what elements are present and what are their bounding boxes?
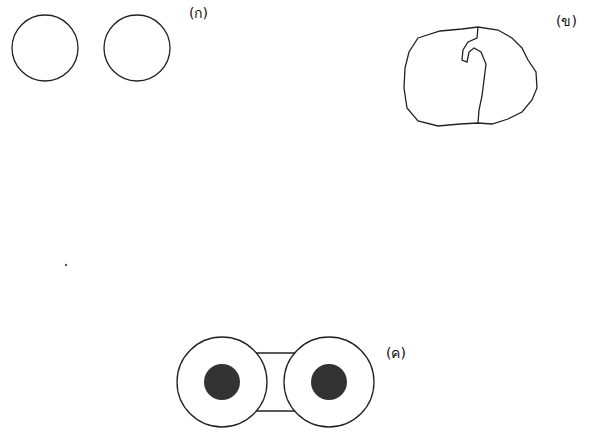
- empty-circle: [104, 15, 170, 81]
- outer-circle: [284, 337, 374, 427]
- panel-label: (ก): [189, 6, 208, 21]
- dark-nucleus: [204, 364, 240, 400]
- panel-label: (ข): [556, 14, 577, 29]
- bridge-line: [256, 352, 295, 353]
- speck: [65, 264, 67, 266]
- outer-circle: [177, 337, 267, 427]
- fused-shape-outline: [404, 27, 537, 126]
- panel-label: (ค): [386, 346, 406, 361]
- empty-circle: [12, 15, 78, 81]
- fused-shape-divide: [462, 27, 486, 123]
- dark-nucleus: [311, 364, 347, 400]
- bridge-line: [256, 410, 295, 411]
